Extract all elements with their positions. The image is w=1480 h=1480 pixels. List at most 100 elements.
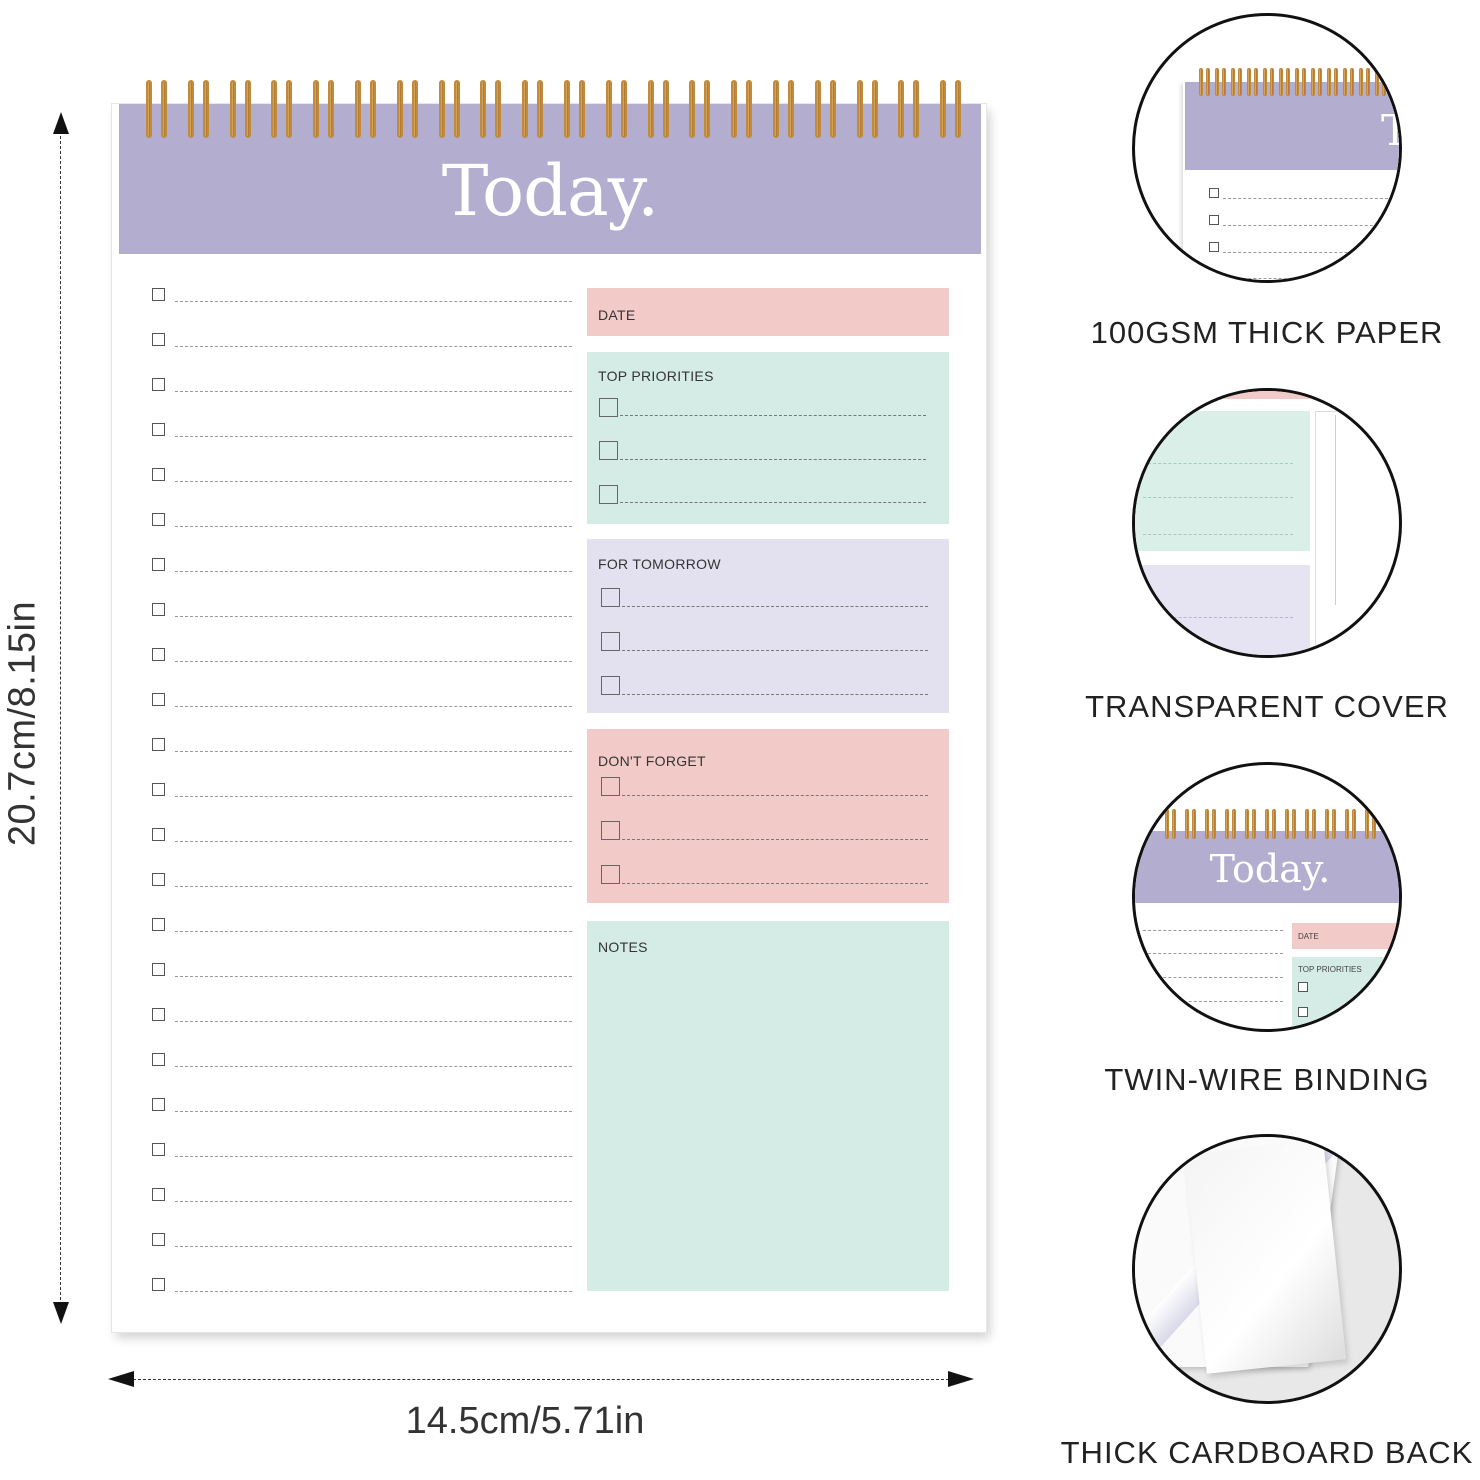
task-checkbox[interactable] bbox=[152, 1188, 165, 1201]
binding-ring bbox=[955, 80, 962, 138]
task-checkbox[interactable] bbox=[152, 288, 165, 301]
binding-ring bbox=[1318, 68, 1322, 96]
task-checkbox[interactable] bbox=[152, 693, 165, 706]
task-checkbox[interactable] bbox=[152, 513, 165, 526]
binding-ring bbox=[1312, 809, 1316, 839]
task-line[interactable] bbox=[175, 751, 572, 752]
task-line[interactable] bbox=[175, 661, 572, 662]
task-line[interactable] bbox=[175, 481, 572, 482]
task-line[interactable] bbox=[175, 1111, 572, 1112]
thumb-title-fragment: T bbox=[1381, 106, 1399, 155]
task-line[interactable] bbox=[175, 616, 572, 617]
binding-ring bbox=[187, 80, 194, 138]
binding-ring bbox=[1265, 809, 1269, 839]
task-line[interactable] bbox=[175, 1156, 572, 1157]
binding-ring bbox=[244, 80, 251, 138]
binding-ring bbox=[1185, 809, 1189, 839]
notes-label: NOTES bbox=[598, 939, 648, 955]
priority-checkbox[interactable] bbox=[599, 441, 618, 460]
task-checkbox[interactable] bbox=[152, 1098, 165, 1111]
task-line[interactable] bbox=[175, 976, 572, 977]
dont-forget-checkbox[interactable] bbox=[601, 865, 620, 884]
task-line[interactable] bbox=[175, 796, 572, 797]
notepad-title: Today. bbox=[441, 150, 659, 232]
task-line[interactable] bbox=[175, 1066, 572, 1067]
task-line[interactable] bbox=[175, 436, 572, 437]
dont-forget-checkbox[interactable] bbox=[601, 821, 620, 840]
task-checkbox[interactable] bbox=[152, 603, 165, 616]
binding-ring bbox=[1272, 809, 1276, 839]
binding-ring bbox=[620, 80, 627, 138]
task-checkbox[interactable] bbox=[152, 333, 165, 346]
binding-ring bbox=[1392, 809, 1396, 839]
task-line[interactable] bbox=[175, 841, 572, 842]
binding-ring bbox=[438, 80, 445, 138]
task-checkbox[interactable] bbox=[152, 783, 165, 796]
binding-ring bbox=[746, 80, 753, 138]
task-checkbox[interactable] bbox=[152, 1053, 165, 1066]
task-line[interactable] bbox=[175, 301, 572, 302]
task-checkbox[interactable] bbox=[152, 1233, 165, 1246]
height-dimension-label: 20.7cm/8.15in bbox=[1, 600, 44, 847]
binding-ring bbox=[1305, 809, 1309, 839]
binding-ring bbox=[1205, 809, 1209, 839]
task-checkbox[interactable] bbox=[152, 873, 165, 886]
task-checkbox[interactable] bbox=[152, 1008, 165, 1021]
task-checkbox[interactable] bbox=[152, 738, 165, 751]
task-line[interactable] bbox=[175, 886, 572, 887]
priority-checkbox[interactable] bbox=[599, 485, 618, 504]
binding-ring bbox=[856, 80, 863, 138]
binding-ring bbox=[871, 80, 878, 138]
binding-ring bbox=[1292, 809, 1296, 839]
task-line[interactable] bbox=[175, 1291, 572, 1292]
binding-ring bbox=[564, 80, 570, 138]
binding-ring bbox=[1225, 809, 1229, 839]
task-checkbox[interactable] bbox=[152, 963, 165, 976]
binding-ring bbox=[1359, 68, 1363, 96]
binding-ring bbox=[1192, 809, 1196, 839]
task-line[interactable] bbox=[175, 706, 572, 707]
binding-ring bbox=[1232, 809, 1236, 839]
tomorrow-checkbox[interactable] bbox=[601, 588, 620, 607]
binding-ring bbox=[1206, 68, 1210, 96]
dont-forget-checkbox[interactable] bbox=[601, 777, 620, 796]
binding-ring bbox=[1199, 68, 1203, 96]
task-checkbox[interactable] bbox=[152, 468, 165, 481]
task-line[interactable] bbox=[175, 1201, 572, 1202]
task-line[interactable] bbox=[175, 526, 572, 527]
height-dimension-arrow bbox=[53, 112, 69, 1324]
task-checkbox[interactable] bbox=[152, 828, 165, 841]
binding-ring bbox=[1231, 68, 1235, 96]
task-checkbox[interactable] bbox=[152, 378, 165, 391]
binding-ring bbox=[396, 80, 403, 138]
binding-ring bbox=[704, 80, 711, 138]
binding-ring bbox=[370, 80, 376, 138]
tomorrow-checkbox[interactable] bbox=[601, 632, 620, 651]
priority-checkbox[interactable] bbox=[599, 398, 618, 417]
binding-ring bbox=[1345, 809, 1349, 839]
task-line[interactable] bbox=[175, 931, 572, 932]
binding-ring bbox=[453, 80, 460, 138]
binding-ring bbox=[605, 80, 612, 138]
task-checkbox[interactable] bbox=[152, 1278, 165, 1291]
tomorrow-checkbox[interactable] bbox=[601, 676, 620, 695]
binding-ring bbox=[1222, 68, 1226, 96]
binding-ring bbox=[1325, 809, 1329, 839]
task-line[interactable] bbox=[175, 1021, 572, 1022]
task-checkbox[interactable] bbox=[152, 423, 165, 436]
binding-ring bbox=[480, 80, 487, 138]
width-dimension-arrow bbox=[108, 1371, 974, 1387]
binding-ring bbox=[1365, 809, 1369, 839]
task-line[interactable] bbox=[175, 571, 572, 572]
task-checkbox[interactable] bbox=[152, 918, 165, 931]
task-checkbox[interactable] bbox=[152, 558, 165, 571]
task-line[interactable] bbox=[175, 346, 572, 347]
task-line[interactable] bbox=[175, 391, 572, 392]
binding-ring bbox=[1295, 68, 1299, 96]
feature-label-cardboard: THICK CARDBOARD BACK bbox=[1060, 1435, 1474, 1470]
task-line[interactable] bbox=[175, 1246, 572, 1247]
task-checkbox[interactable] bbox=[152, 1143, 165, 1156]
binding-ring bbox=[1375, 68, 1379, 96]
task-checkbox[interactable] bbox=[152, 648, 165, 661]
binding-ring bbox=[940, 80, 947, 138]
